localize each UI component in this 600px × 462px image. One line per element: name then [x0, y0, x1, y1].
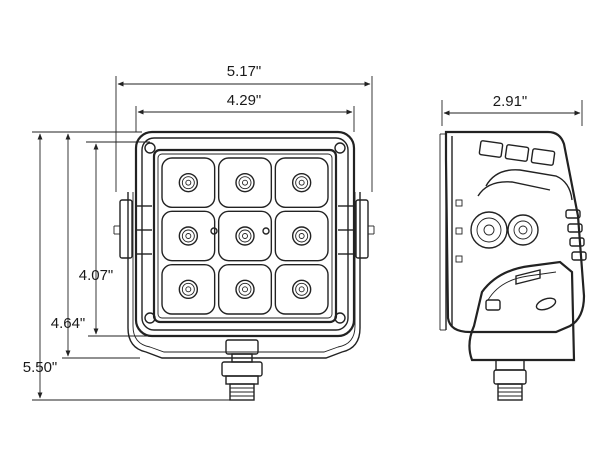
- led-cell: [274, 263, 329, 315]
- front-view: [113, 130, 375, 401]
- front-mount-bolt: [221, 339, 263, 401]
- led-cell: [217, 210, 273, 262]
- led-cell: [161, 157, 216, 209]
- depth-label: 2.91": [493, 93, 528, 110]
- total-height-label: 5.50": [23, 359, 58, 376]
- side-mount-bolt: [493, 359, 527, 401]
- lens-height-label: 4.07": [79, 267, 114, 284]
- led-cell: [217, 263, 273, 315]
- led-cell: [161, 210, 216, 262]
- mounting-bracket: [127, 192, 361, 359]
- corner-screws: [144, 142, 346, 324]
- side-view: [439, 130, 587, 401]
- dimension-lens-width: 4.29": [135, 92, 355, 132]
- housing: [134, 130, 356, 338]
- dimension-vertical-group: 5.50" 4.64" 4.07": [23, 131, 236, 401]
- side-knob-right: [507, 214, 539, 246]
- led-cell: [274, 210, 329, 262]
- side-bracket: [468, 260, 576, 362]
- led-cells: [161, 157, 329, 315]
- dimension-overall-width: 5.17": [115, 63, 373, 192]
- housing-height-label: 4.64": [51, 315, 86, 332]
- led-cell: [217, 157, 273, 209]
- led-cell: [274, 157, 329, 209]
- side-housing: [444, 130, 586, 334]
- overall-width-label: 5.17": [227, 63, 262, 80]
- side-knob-left: [470, 211, 508, 249]
- lens-width-label: 4.29": [227, 92, 262, 109]
- lens-frame: [152, 148, 338, 324]
- led-cell: [161, 263, 216, 315]
- dimension-depth: 2.91": [441, 93, 583, 126]
